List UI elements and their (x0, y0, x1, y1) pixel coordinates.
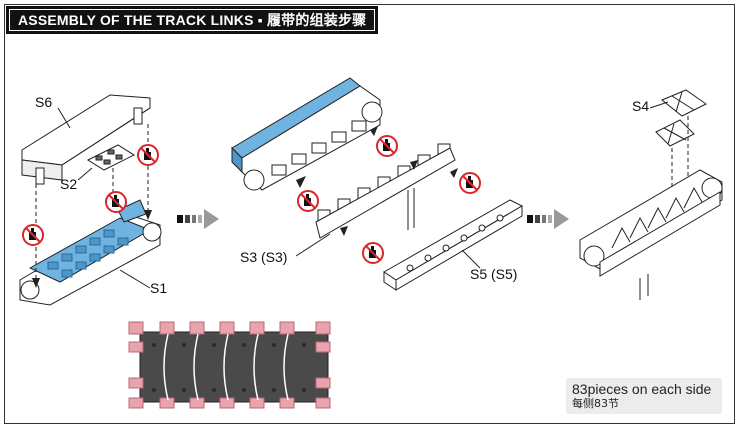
s2-part (86, 144, 136, 171)
label-s1: S1 (150, 280, 168, 296)
label-s4: S4 (632, 98, 650, 114)
label-s6: S6 (35, 94, 53, 110)
label-s3: S3 (S3) (240, 249, 288, 265)
right-assembly (579, 169, 723, 300)
middle-assembly (231, 77, 456, 239)
label-s5: S5 (S5) (470, 266, 518, 282)
page-frame (4, 4, 735, 424)
track-links-preview (128, 321, 331, 409)
s6-part (21, 94, 151, 185)
s5-part (383, 199, 524, 291)
label-s2: S2 (60, 176, 78, 192)
quantity-note: 83pieces on each side 每侧83节 (566, 378, 722, 414)
s1-part (19, 199, 162, 306)
s4-parts (655, 89, 707, 147)
quantity-note-english: 83pieces on each side (572, 381, 712, 397)
page-title: ASSEMBLY OF THE TRACK LINKS ▪ 履带的组装步骤 (6, 6, 379, 34)
quantity-note-chinese: 每侧83节 (572, 397, 619, 410)
